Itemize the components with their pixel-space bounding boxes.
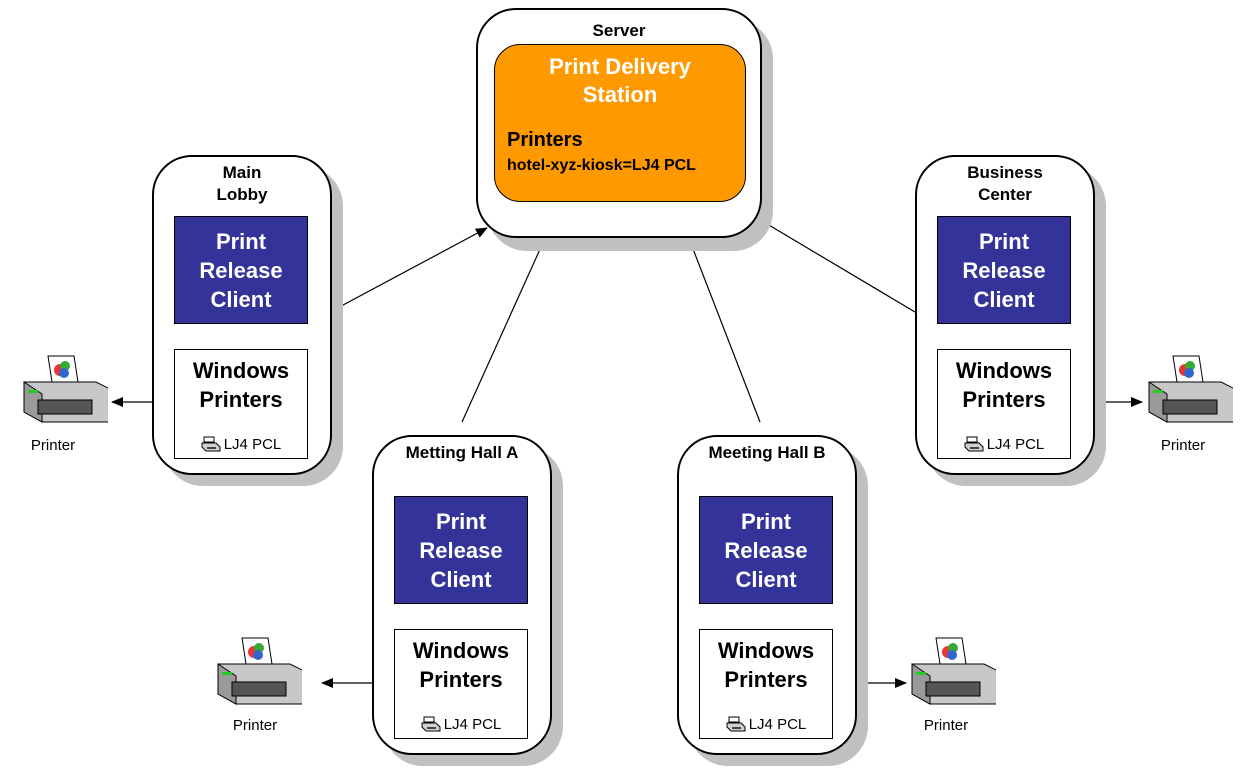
- location-title: Main Lobby: [216, 163, 268, 204]
- printer-device-icon[interactable]: [1143, 350, 1233, 440]
- location-title: Meeting Hall B: [708, 443, 826, 462]
- printer-driver-icon: [964, 436, 984, 452]
- printers-heading: Printers: [507, 129, 583, 151]
- windows-printers[interactable]: Windows Printers LJ4 PCL: [699, 629, 833, 739]
- printer-label: Printer: [923, 717, 969, 734]
- location-title: Metting Hall A: [405, 443, 519, 462]
- windows-printers[interactable]: Windows Printers LJ4 PCL: [174, 349, 308, 459]
- printer-label: Printer: [1160, 437, 1206, 454]
- driver-label: LJ4 PCL: [223, 435, 282, 453]
- printer-device-icon[interactable]: [212, 632, 302, 722]
- location-main-lobby[interactable]: Main Lobby Print Release Client Windows …: [152, 155, 332, 475]
- driver-entry[interactable]: LJ4 PCL: [395, 714, 527, 734]
- driver-entry[interactable]: LJ4 PCL: [175, 434, 307, 454]
- windows-printers[interactable]: Windows Printers LJ4 PCL: [394, 629, 528, 739]
- printer-device-icon[interactable]: [906, 632, 996, 722]
- location-meeting-hall-a[interactable]: Metting Hall A Print Release Client Wind…: [372, 435, 552, 755]
- printer-device-icon[interactable]: [18, 350, 108, 440]
- server-node[interactable]: Server Print Delivery Station Printers h…: [476, 8, 762, 238]
- location-business-center[interactable]: Business Center Print Release Client Win…: [915, 155, 1095, 475]
- arrow-business-to-server: [756, 217, 916, 313]
- print-release-client[interactable]: Print Release Client: [937, 216, 1071, 324]
- driver-label: LJ4 PCL: [748, 715, 807, 733]
- arrow-lobby-to-server: [329, 227, 488, 313]
- arrow-hall-a-to-server: [461, 235, 547, 423]
- station-title: Print Delivery Station: [549, 54, 691, 107]
- windows-printers-label: Windows Printers: [717, 638, 815, 692]
- printer-label: Printer: [232, 717, 278, 734]
- driver-label: LJ4 PCL: [443, 715, 502, 733]
- location-meeting-hall-b[interactable]: Meeting Hall B Print Release Client Wind…: [677, 435, 857, 755]
- driver-entry[interactable]: LJ4 PCL: [700, 714, 832, 734]
- driver-entry[interactable]: LJ4 PCL: [938, 434, 1070, 454]
- printer-driver-icon: [726, 716, 746, 732]
- printer-driver-icon: [201, 436, 221, 452]
- print-delivery-station[interactable]: Print Delivery Station Printers hotel-xy…: [494, 44, 746, 202]
- arrow-hall-b-to-server: [687, 235, 761, 423]
- printer-label: Printer: [30, 437, 76, 454]
- printer-driver-icon: [421, 716, 441, 732]
- location-title: Business Center: [967, 163, 1043, 204]
- windows-printers-label: Windows Printers: [412, 638, 510, 692]
- printer-mapping: hotel-xyz-kiosk=LJ4 PCL: [507, 157, 696, 174]
- print-release-client[interactable]: Print Release Client: [699, 496, 833, 604]
- windows-printers[interactable]: Windows Printers LJ4 PCL: [937, 349, 1071, 459]
- print-release-client[interactable]: Print Release Client: [174, 216, 308, 324]
- driver-label: LJ4 PCL: [986, 435, 1045, 453]
- print-release-client[interactable]: Print Release Client: [394, 496, 528, 604]
- server-title: Server: [592, 21, 646, 40]
- windows-printers-label: Windows Printers: [955, 358, 1053, 412]
- windows-printers-label: Windows Printers: [192, 358, 290, 412]
